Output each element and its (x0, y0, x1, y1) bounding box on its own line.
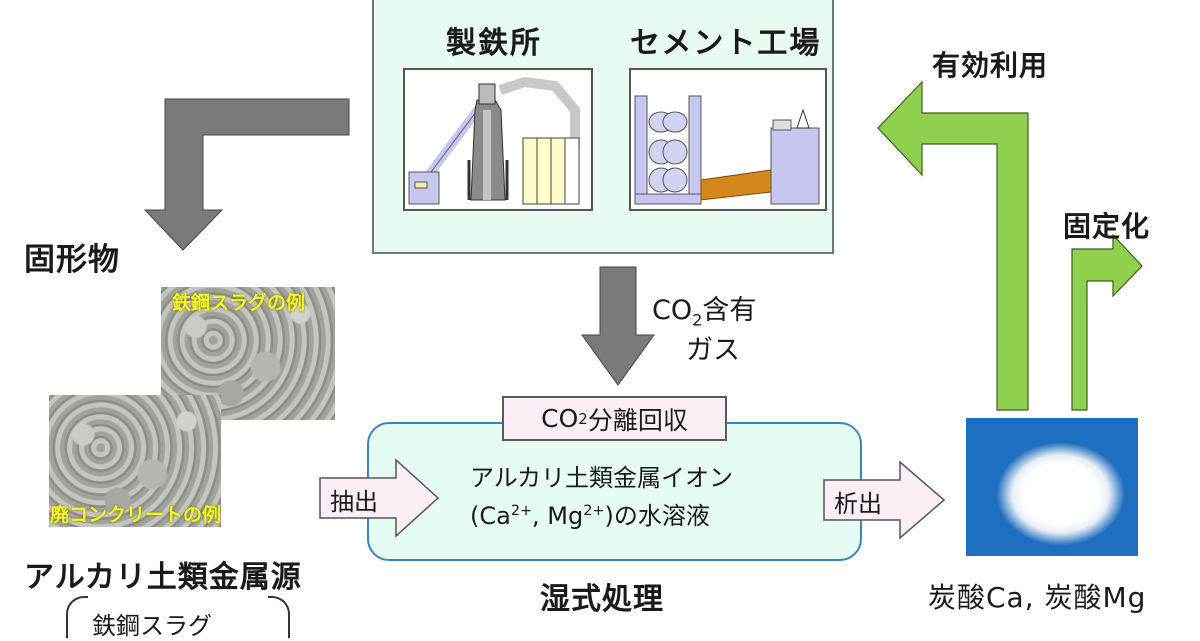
left-bracket (66, 596, 88, 638)
mg-charge: 2+ (583, 503, 605, 519)
alkaline-source-item: 鉄鋼スラグ (92, 612, 212, 640)
co2-subscript: 2 (692, 310, 703, 330)
concrete-caption: 廃コンクリートの例 (50, 504, 222, 526)
extraction-arrow (319, 458, 440, 538)
extraction-label: 抽出 (330, 488, 378, 516)
product-label: 炭酸Ca, 炭酸Mg (928, 581, 1147, 614)
co2-suffix: 含有 (702, 295, 757, 326)
wet-process-title: 湿式処理 (540, 582, 664, 617)
steelworks-illustration (403, 68, 593, 211)
cement-plant-illustration (629, 68, 827, 211)
kiln-icon (634, 95, 820, 205)
blast-furnace-icon (408, 76, 580, 205)
alkaline-source-title: アルカリ土類金属源 (24, 560, 302, 595)
co2-sep-prefix: CO (541, 404, 579, 433)
co2-gas-label-line2: ガス (686, 335, 740, 366)
cement-plant-label: セメント工場 (630, 26, 822, 61)
concrete-photo (49, 395, 221, 527)
solids-label: 固形物 (24, 242, 120, 278)
co2-gas-arrow (581, 266, 655, 386)
carbonate-powder-photo (966, 418, 1138, 556)
co2-gas-label-line1: CO2含有 (652, 288, 756, 329)
solution-suffix: )の水溶液 (604, 502, 710, 530)
co2-sep-subscript: 2 (578, 409, 588, 428)
co2-prefix: CO (652, 295, 693, 326)
utilization-arrow (877, 80, 1029, 411)
ca-ion: (Ca (470, 502, 511, 530)
precipitation-label: 析出 (834, 490, 882, 518)
steelworks-label: 製鉄所 (446, 26, 542, 61)
mg-ion: , Mg (532, 502, 584, 530)
green-output-arrows (877, 80, 1143, 411)
right-bracket (268, 596, 290, 638)
precipitation-arrow (823, 460, 946, 540)
solution-line2: (Ca2+, Mg2+)の水溶液 (470, 496, 710, 531)
steel-slag-photo (161, 287, 335, 420)
utilization-label: 有効利用 (932, 49, 1049, 82)
fixation-arrow (1071, 233, 1143, 411)
fixation-label: 固定化 (1063, 210, 1151, 243)
solids-arrow (143, 98, 350, 251)
solution-line1: アルカリ土類金属イオン (470, 464, 734, 492)
ca-charge: 2+ (510, 503, 533, 519)
co2-sep-suffix: 分離回収 (587, 405, 688, 435)
steel-slag-caption: 鉄鋼スラグの例 (172, 292, 306, 314)
